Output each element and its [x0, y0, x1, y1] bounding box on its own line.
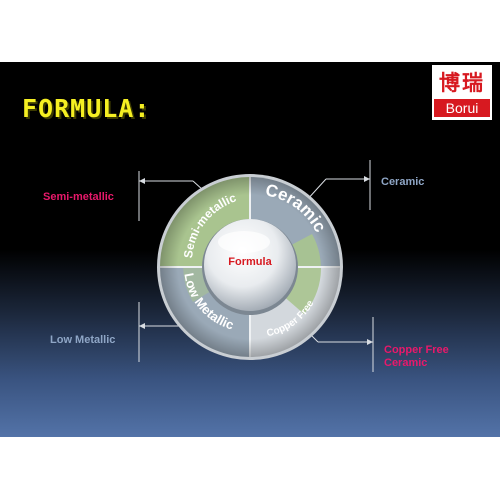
- callout-lines: [138, 160, 374, 372]
- center-label: Formula: [228, 256, 272, 268]
- logo-chinese-text: 博瑞: [439, 70, 485, 95]
- brand-logo: 博瑞 Borui: [432, 65, 492, 120]
- slide: FORMULA: 博瑞 Borui: [0, 62, 500, 437]
- logo-word: Borui: [434, 99, 490, 117]
- callout-copper-free-line2: Ceramic: [384, 357, 428, 369]
- callout-copper-free-ceramic: Copper Free Ceramic: [384, 344, 449, 370]
- callout-copper-free-line1: Copper Free: [384, 344, 449, 356]
- center-ball-highlight: [218, 231, 270, 253]
- callout-low-metallic: Low Metallic: [50, 334, 116, 346]
- callout-semi-metallic: Semi-metallic: [43, 191, 114, 203]
- formula-ring-diagram: Semi-metallic Ceramic Copper Free Low Me…: [138, 160, 374, 372]
- callout-ceramic: Ceramic: [381, 176, 425, 188]
- callout-arrowheads: [139, 176, 373, 345]
- slide-title: FORMULA:: [22, 94, 151, 123]
